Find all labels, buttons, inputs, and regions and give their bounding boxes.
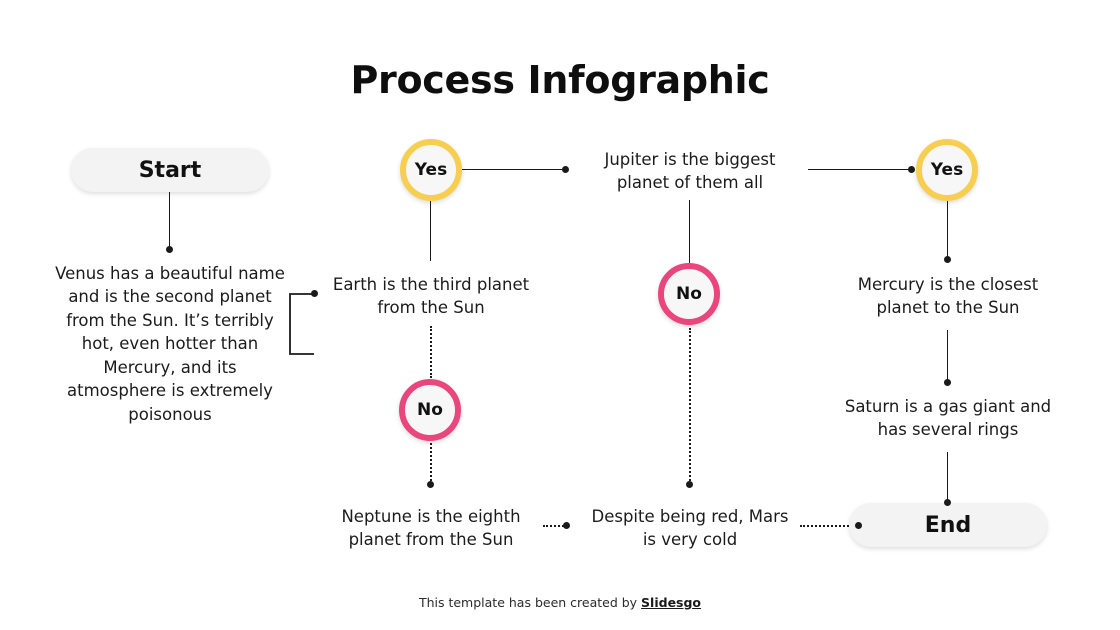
connector-bracket-venus-to-earth (284, 288, 320, 364)
connector-dot-jupiter-left (562, 166, 569, 173)
decision-yes-left[interactable]: Yes (400, 139, 462, 201)
node-mercury-text: Mercury is the closest planet to the Sun (857, 275, 1039, 318)
connector-dot-neptune-top (427, 481, 434, 488)
start-pill-label: Start (138, 157, 202, 183)
connector-dot-earth-left (311, 290, 318, 297)
connector-dot-mars-top (686, 481, 693, 488)
connector-dot-saturn-top (944, 379, 951, 386)
connector-yes-left-to-jupiter (462, 169, 566, 170)
connector-start-to-venus (169, 192, 170, 250)
node-mars-text: Despite being red, Mars is very cold (591, 507, 789, 550)
decision-no-middle-label: No (676, 284, 702, 304)
footer-brand-link[interactable]: Slidesgo (641, 595, 702, 610)
start-pill[interactable]: Start (71, 148, 269, 192)
connector-mars-to-end (800, 525, 860, 527)
connector-dot-mercury-top (944, 256, 951, 263)
connector-dot-end-top (944, 499, 951, 506)
decision-no-left-label: No (417, 400, 443, 420)
decision-yes-left-label: Yes (414, 160, 448, 180)
footer-text: This template has been created by (418, 595, 642, 610)
end-pill[interactable]: End (849, 503, 1047, 547)
connector-no-left-to-neptune (430, 443, 432, 485)
connector-dot-mars-left (563, 522, 570, 529)
connector-mercury-to-saturn (947, 330, 948, 383)
node-neptune-text: Neptune is the eighth planet from the Su… (341, 507, 521, 550)
connector-jupiter-to-yes-right (808, 169, 914, 170)
decision-no-left[interactable]: No (399, 379, 461, 441)
node-jupiter-text: Jupiter is the biggest planet of them al… (604, 150, 776, 193)
connector-no-middle-to-mars (689, 328, 691, 485)
decision-yes-right-label: Yes (930, 160, 964, 180)
connector-saturn-to-end (947, 452, 948, 503)
connector-dot-venus-top (166, 246, 173, 253)
node-venus-text: Venus has a beautiful name and is the se… (55, 264, 285, 424)
footer-credit: This template has been created by Slides… (0, 595, 1120, 610)
bracket-icon (289, 293, 314, 355)
page-title: Process Infographic (350, 58, 770, 102)
node-earth-text: Earth is the third planet from the Sun (332, 275, 530, 318)
end-pill-label: End (924, 512, 972, 538)
connector-yes-left-to-earth (430, 201, 431, 261)
connector-dot-yes-right-left (908, 166, 915, 173)
decision-yes-right[interactable]: Yes (916, 139, 978, 201)
connector-yes-right-to-mercury (947, 201, 948, 261)
decision-no-middle[interactable]: No (658, 263, 720, 325)
connector-neptune-to-mars (543, 525, 567, 527)
connector-earth-to-no-left (430, 326, 432, 378)
node-saturn-text: Saturn is a gas giant and has several ri… (844, 397, 1052, 440)
connector-dot-end-left (855, 522, 862, 529)
connector-jupiter-to-no-middle (689, 200, 690, 263)
